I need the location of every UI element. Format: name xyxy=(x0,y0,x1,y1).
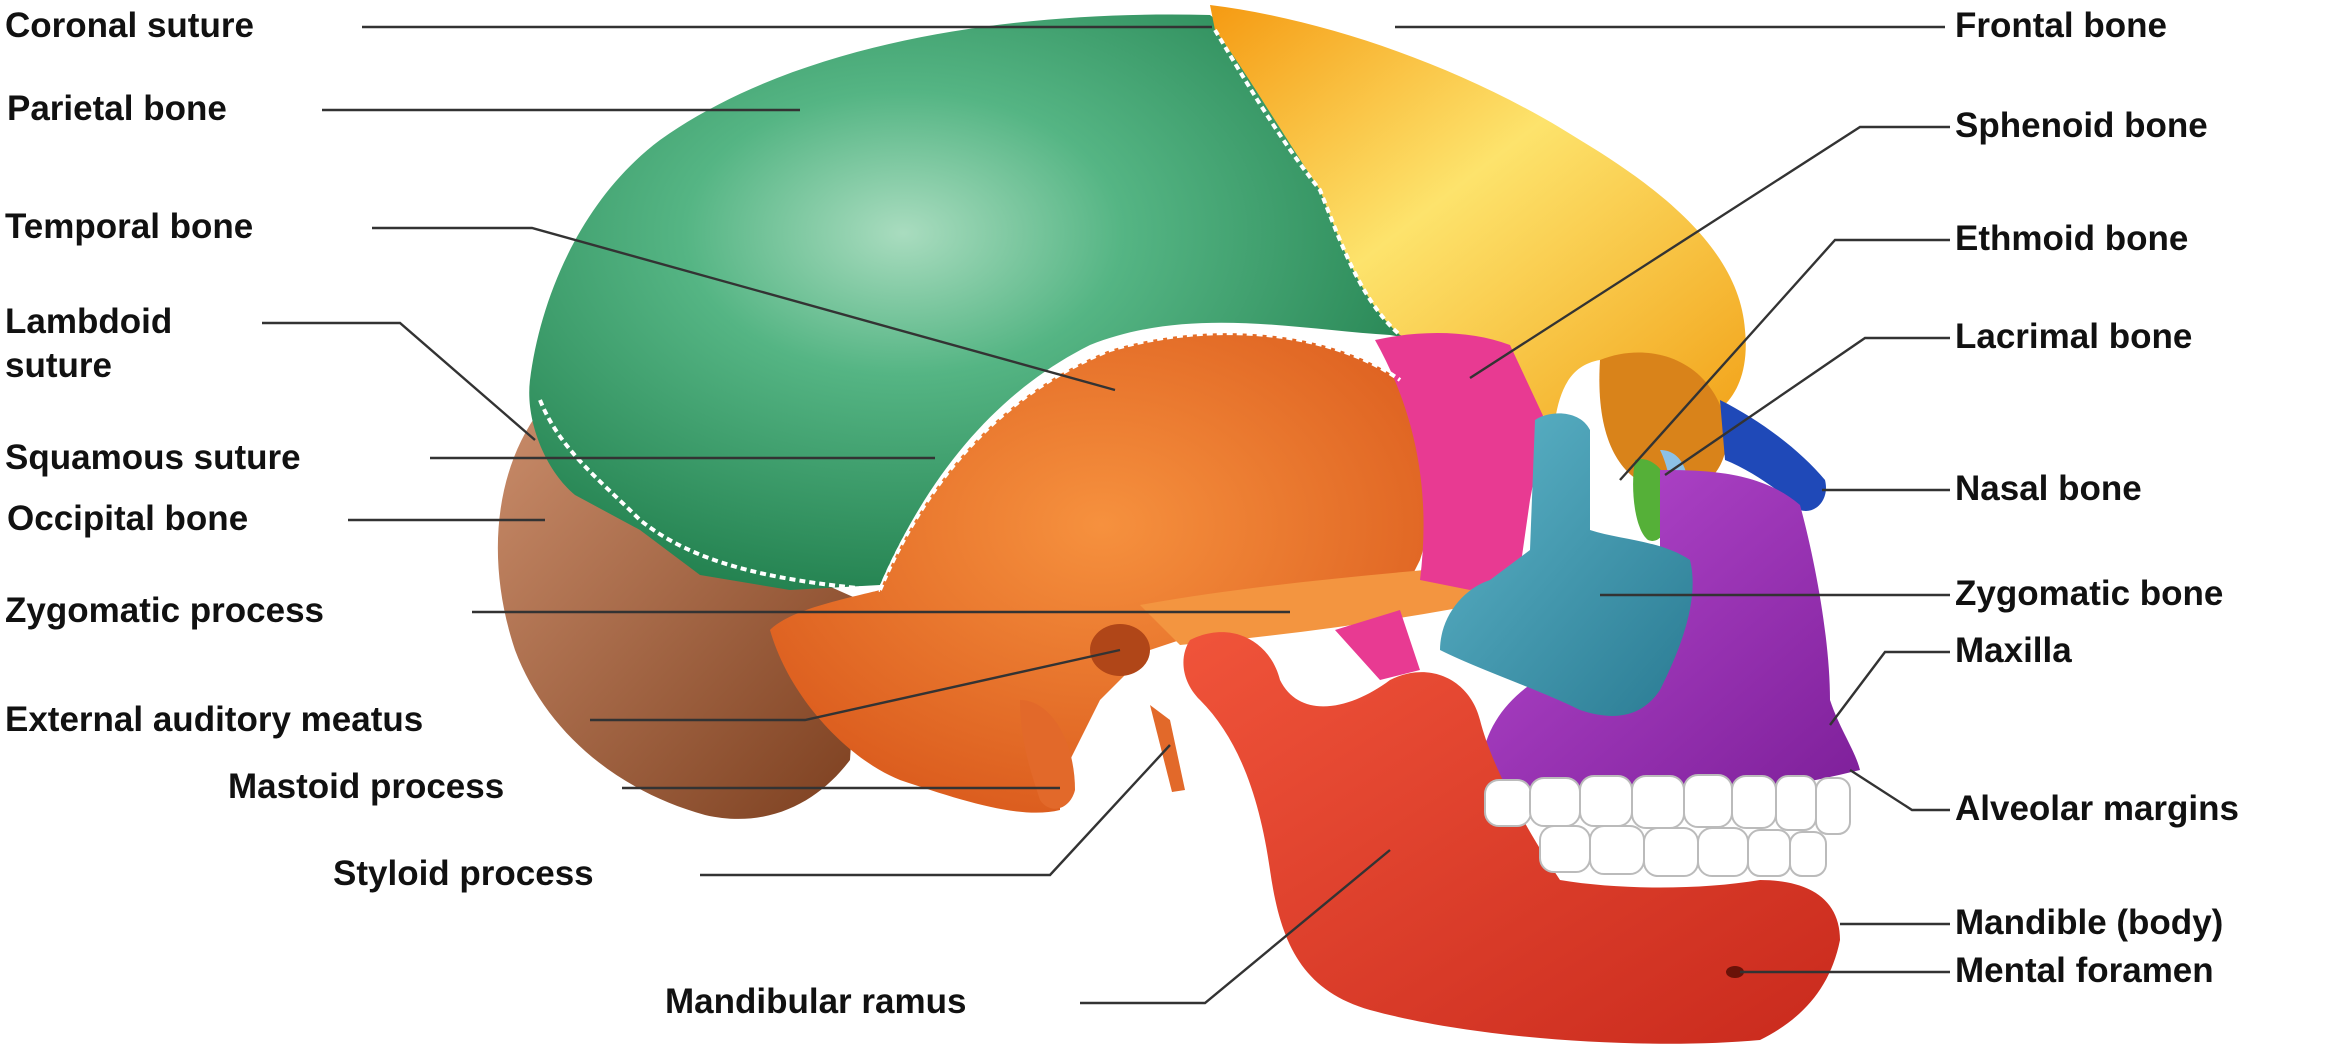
label-parietal-bone: Parietal bone xyxy=(7,87,227,131)
label-mastoid-process: Mastoid process xyxy=(228,765,504,809)
label-sphenoid-bone: Sphenoid bone xyxy=(1955,104,2208,148)
label-temporal-bone: Temporal bone xyxy=(5,205,253,249)
label-zygomatic-bone: Zygomatic bone xyxy=(1955,572,2223,616)
label-nasal-bone: Nasal bone xyxy=(1955,467,2142,511)
label-coronal-suture: Coronal suture xyxy=(5,4,254,48)
label-frontal-bone: Frontal bone xyxy=(1955,4,2167,48)
label-occipital-bone: Occipital bone xyxy=(7,497,248,541)
leader-maxilla xyxy=(1830,652,1950,725)
label-mandible-body: Mandible (body) xyxy=(1955,901,2223,945)
teeth-group xyxy=(1485,775,1850,876)
label-squamous-suture: Squamous suture xyxy=(5,436,301,480)
label-mental-foramen: Mental foramen xyxy=(1955,949,2214,993)
label-zygomatic-process: Zygomatic process xyxy=(5,589,324,633)
leader-lambdoid-suture xyxy=(262,323,535,440)
label-lacrimal-bone: Lacrimal bone xyxy=(1955,315,2192,359)
label-styloid-process: Styloid process xyxy=(333,852,594,896)
label-lambdoid-suture: Lambdoid suture xyxy=(5,300,172,388)
leader-alveolar-margins xyxy=(1850,770,1950,810)
label-mandibular-ramus: Mandibular ramus xyxy=(665,980,966,1024)
label-ethmoid-bone: Ethmoid bone xyxy=(1955,217,2188,261)
label-external-auditory-meatus: External auditory meatus xyxy=(5,698,423,742)
label-alveolar-margins: Alveolar margins xyxy=(1955,787,2239,831)
label-maxilla: Maxilla xyxy=(1955,629,2072,673)
